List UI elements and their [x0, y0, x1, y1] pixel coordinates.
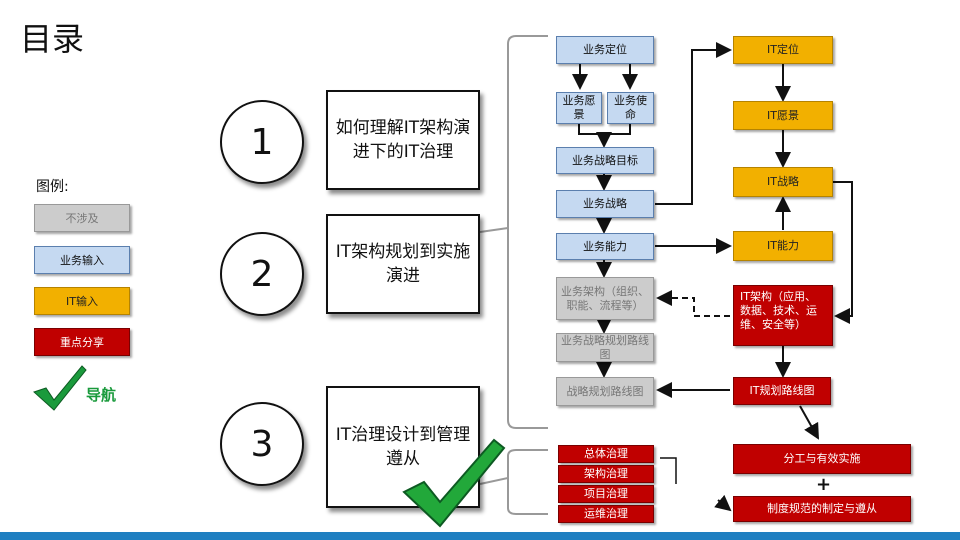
section-number-2: 2: [220, 232, 304, 316]
business-strategy-node: 业务战略: [556, 190, 654, 218]
it-roadmap-node: IT规划路线图: [733, 377, 831, 405]
nav-checkmark-icon: [33, 365, 87, 411]
governance-operations: 运维治理: [558, 505, 654, 523]
it-capability-node: IT能力: [733, 231, 833, 261]
business-architecture-node: 业务架构（组织、职能、流程等）: [556, 277, 654, 320]
business-strategy-goal-node: 业务战略目标: [556, 147, 654, 174]
legend-it-input: IT输入: [34, 287, 130, 315]
legend-not-involved: 不涉及: [34, 204, 130, 232]
business-vision-node: 业务愿景: [556, 92, 602, 124]
regulation-compliance-node: 制度规范的制定与遵从: [733, 496, 911, 522]
it-strategy-node: IT战略: [733, 167, 833, 197]
current-section-checkmark-icon: [402, 438, 506, 528]
business-capability-node: 业务能力: [556, 233, 654, 260]
page-title: 目录: [20, 20, 85, 58]
legend-business-input: 业务输入: [34, 246, 130, 274]
section-number-3: 3: [220, 402, 304, 486]
governance-project: 项目治理: [558, 485, 654, 503]
business-roadmap-node: 业务战略规划路线图: [556, 333, 654, 362]
governance-architecture: 架构治理: [558, 465, 654, 483]
it-positioning-node: IT定位: [733, 36, 833, 64]
plus-sign: +: [816, 474, 832, 495]
strategy-roadmap-node: 战略规划路线图: [556, 377, 654, 406]
it-vision-node: IT愿景: [733, 101, 833, 130]
legend-key-share: 重点分享: [34, 328, 130, 356]
nav-label: 导航: [86, 386, 117, 404]
business-positioning-node: 业务定位: [556, 36, 654, 64]
topic-box-1[interactable]: 如何理解IT架构演进下的IT治理: [326, 90, 480, 190]
business-mission-node: 业务使命: [607, 92, 654, 124]
division-implementation-node: 分工与有效实施: [733, 444, 911, 474]
legend-title: 图例:: [36, 179, 69, 195]
section-number-1: 1: [220, 100, 304, 184]
bottom-bar: [0, 532, 960, 540]
governance-overall: 总体治理: [558, 445, 654, 463]
topic-box-2[interactable]: IT架构规划到实施演进: [326, 214, 480, 314]
it-architecture-node: IT架构（应用、数据、技术、运维、安全等）: [733, 285, 833, 346]
